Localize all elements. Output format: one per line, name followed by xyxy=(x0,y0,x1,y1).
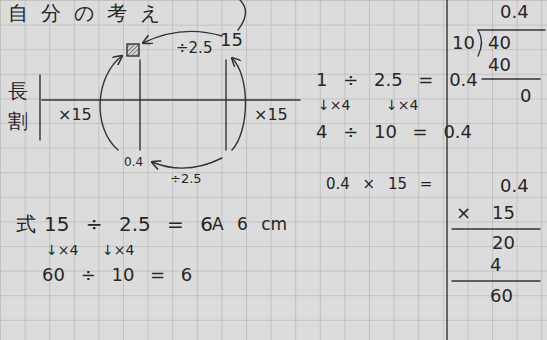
division-bar xyxy=(478,29,545,30)
multiply-arrow xyxy=(100,56,122,150)
handwritten-note: ↓×4 xyxy=(102,243,134,258)
tape-line xyxy=(225,60,226,150)
handwritten-note: 0.4 xyxy=(500,176,529,196)
division-bracket xyxy=(478,30,482,56)
handwritten-note: 20 xyxy=(492,233,515,253)
handwritten-note: 割 xyxy=(8,110,28,132)
handwritten-note: A 6 cm xyxy=(212,215,287,234)
handwritten-note: ↓×4 xyxy=(386,98,418,113)
handwritten-note: 40 xyxy=(488,33,511,53)
pencil-stroke xyxy=(238,0,246,30)
multiply-arrow xyxy=(232,58,246,150)
heading: 自分の考え xyxy=(8,2,173,24)
underline xyxy=(452,228,540,229)
handwritten-note: ↓×4 xyxy=(318,98,350,113)
row-line xyxy=(42,99,300,100)
handwritten-note: ×15 xyxy=(254,106,288,124)
handwritten-note: 60 ÷ 10 = 6 xyxy=(42,265,192,285)
handwritten-note: ↓×4 xyxy=(46,243,78,258)
handwritten-note: 0.4 xyxy=(500,2,529,22)
underline xyxy=(482,78,540,79)
handwritten-note: 40 xyxy=(488,55,511,75)
handwritten-note: ÷2.5 xyxy=(176,40,212,57)
handwritten-note: 0.4 × 15 = xyxy=(326,176,432,193)
unknown-box xyxy=(127,44,139,56)
handwritten-note: 60 xyxy=(490,286,513,306)
handwritten-note: 0.4 xyxy=(124,156,143,169)
handwritten-note: 式 xyxy=(16,213,36,235)
handwritten-note: ×15 xyxy=(58,106,92,124)
column-line xyxy=(446,0,447,340)
handwritten-note: × xyxy=(456,203,471,223)
handwritten-note: 15 xyxy=(492,203,515,223)
handwritten-note: 15 xyxy=(220,30,243,50)
handwritten-note: ÷2.5 xyxy=(170,172,202,186)
handwritten-note: 4 ÷ 10 = 0.4 xyxy=(316,122,472,142)
handwritten-note: 10 xyxy=(452,33,475,53)
divide-arrow xyxy=(152,158,222,168)
column-line xyxy=(39,75,40,140)
handwritten-note: 4 xyxy=(490,255,501,275)
tape-line xyxy=(139,60,140,150)
handwritten-note: 0 xyxy=(520,86,531,106)
handwritten-note: 長 xyxy=(8,80,28,102)
handwritten-note: 1 ÷ 2.5 = 0.4 xyxy=(316,70,478,90)
handwritten-note: 15 ÷ 2.5 = 6 xyxy=(44,213,213,235)
underline xyxy=(452,280,540,281)
